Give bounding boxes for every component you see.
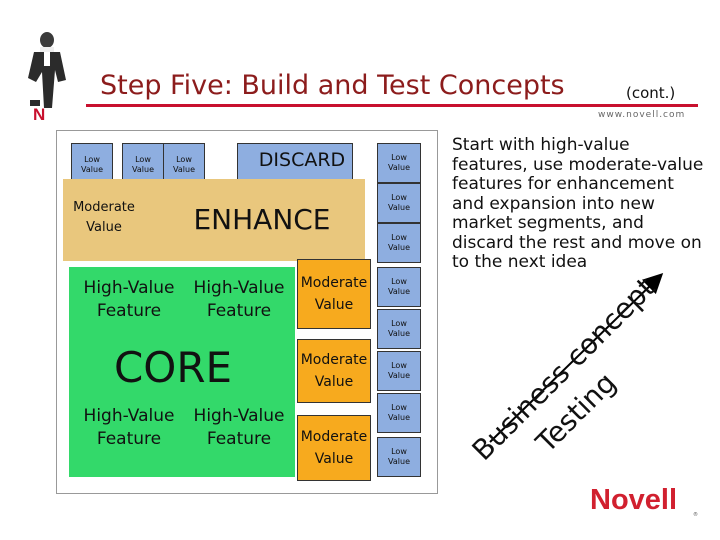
discard-label: DISCARD bbox=[258, 149, 346, 171]
low-value-cell: Low Value bbox=[377, 267, 421, 307]
presenter-photo bbox=[22, 30, 84, 110]
low-value-cell: Low Value bbox=[377, 143, 421, 183]
enhance-label: ENHANCE bbox=[193, 203, 331, 236]
high-value-feature: High-Value Feature bbox=[83, 278, 175, 321]
description-text: Start with high-value features, use mode… bbox=[452, 135, 704, 272]
title-underline bbox=[86, 104, 698, 107]
slide-title-suffix: (cont.) bbox=[626, 84, 676, 102]
moderate-value-cell: Moderate Value bbox=[297, 259, 371, 329]
low-value-cell: Low Value bbox=[377, 223, 421, 263]
arrow-line bbox=[489, 273, 664, 443]
core-region bbox=[69, 267, 295, 477]
high-value-feature: High-Value Feature bbox=[193, 406, 285, 449]
low-value-cell: Low Value bbox=[377, 437, 421, 477]
novell-logo: Novell bbox=[590, 484, 678, 516]
low-value-cell: Low Value bbox=[377, 393, 421, 433]
slide-title: Step Five: Build and Test Concepts bbox=[100, 70, 565, 101]
core-label: CORE bbox=[113, 343, 233, 392]
progress-arrow: Business concept Testing bbox=[466, 272, 664, 467]
high-value-feature: High-Value Feature bbox=[193, 278, 285, 321]
low-value-cell: Low Value bbox=[377, 351, 421, 391]
corner-logo-mark: N bbox=[33, 105, 46, 124]
moderate-value-cell: Moderate Value bbox=[65, 183, 143, 253]
trademark-symbol: ® bbox=[693, 512, 698, 518]
moderate-value-cell: Moderate Value bbox=[297, 415, 371, 481]
low-value-cell: Low Value bbox=[377, 183, 421, 223]
high-value-feature: High-Value Feature bbox=[83, 406, 175, 449]
website-url: www.novell.com bbox=[598, 110, 686, 120]
moderate-value-cell: Moderate Value bbox=[297, 339, 371, 403]
low-value-cell: Low Value bbox=[377, 309, 421, 349]
feature-diagram: Low Value Low Value Low Value DISCARD Mo… bbox=[56, 130, 438, 494]
